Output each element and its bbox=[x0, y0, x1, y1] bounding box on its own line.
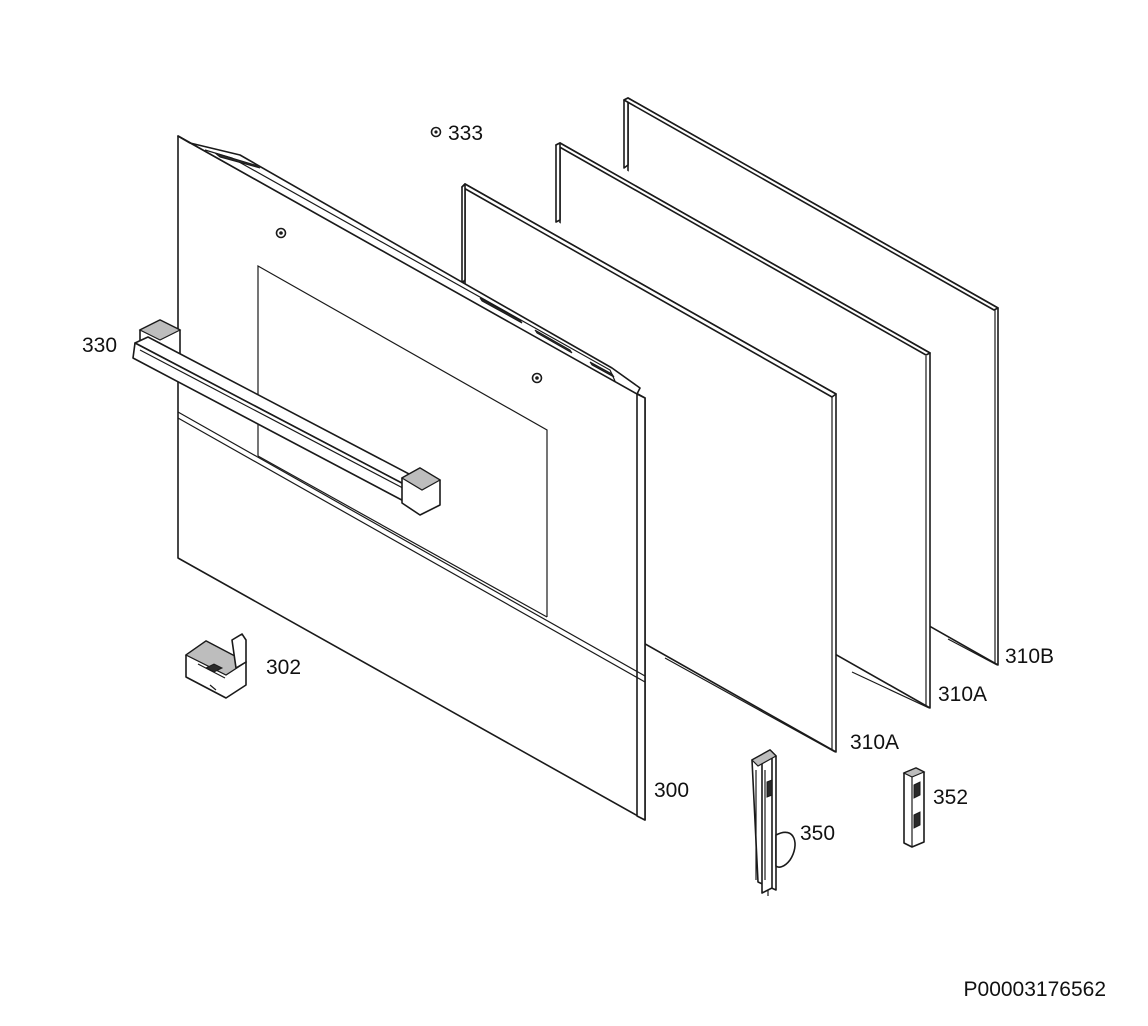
label-part-333: 333 bbox=[448, 122, 483, 145]
screw-333 bbox=[430, 126, 442, 138]
label-part-310A-front: 310A bbox=[850, 731, 899, 754]
label-part-302: 302 bbox=[266, 656, 301, 679]
hinge-350 bbox=[751, 749, 796, 896]
label-part-300: 300 bbox=[654, 779, 689, 802]
label-part-310A-mid: 310A bbox=[938, 683, 987, 706]
clip-302 bbox=[184, 633, 248, 699]
label-part-310B: 310B bbox=[1005, 645, 1054, 668]
document-code: P00003176562 bbox=[964, 978, 1106, 1001]
label-part-352: 352 bbox=[933, 786, 968, 809]
hinge-bracket-352 bbox=[902, 767, 926, 848]
label-part-330: 330 bbox=[82, 334, 117, 357]
handle-330 bbox=[132, 319, 442, 516]
label-part-350: 350 bbox=[800, 822, 835, 845]
